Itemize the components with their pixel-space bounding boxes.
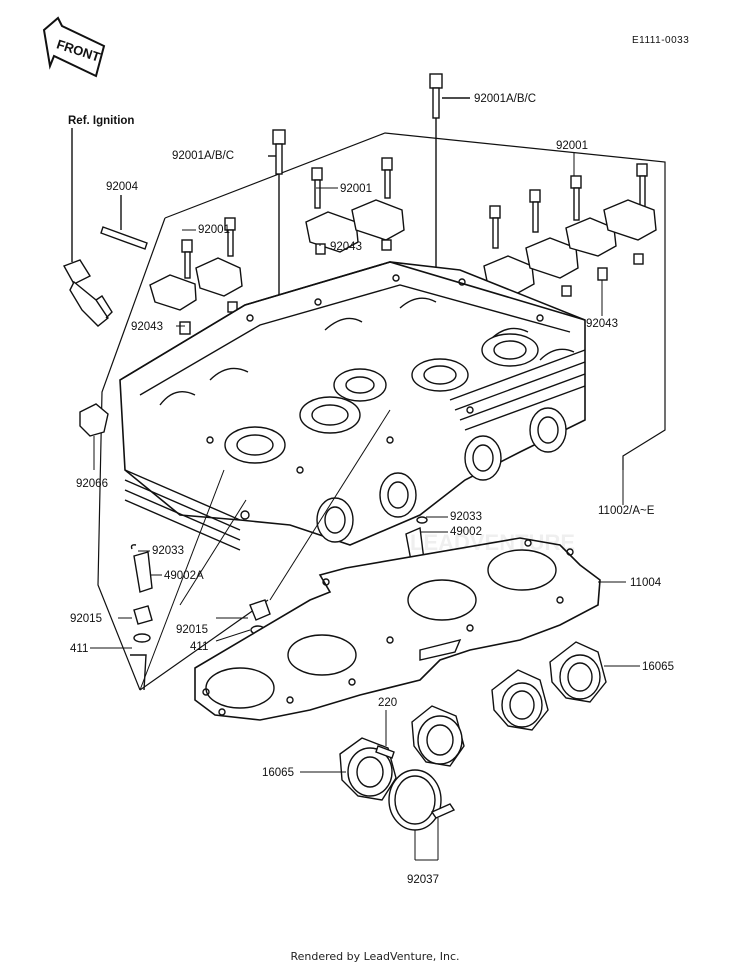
- diagram-code: E1111-0033: [632, 35, 690, 46]
- plug-cap-icon: [79, 403, 109, 437]
- part-label-16065-left[interactable]: 16065: [262, 767, 294, 779]
- carburetor-holder-left: [339, 705, 465, 831]
- part-label-92001abc-left[interactable]: 92001A/B/C: [172, 150, 235, 162]
- stud-bolt-icon: [100, 195, 148, 250]
- head-gasket: [194, 537, 601, 721]
- part-label-411-middle[interactable]: 411: [190, 641, 209, 653]
- footer-credit: Rendered by LeadVenture, Inc.: [290, 950, 460, 963]
- part-label-92015-left[interactable]: 92015: [70, 613, 102, 625]
- part-label-411-left[interactable]: 411: [70, 643, 89, 655]
- part-label-11004[interactable]: 11004: [630, 577, 662, 589]
- part-label-11002[interactable]: 11002/A~E: [598, 505, 655, 517]
- part-label-92001-right[interactable]: 92001: [556, 140, 588, 152]
- part-label-92043-right[interactable]: 92043: [586, 318, 618, 330]
- spark-plug-icon: [62, 128, 113, 327]
- part-label-92001-middle[interactable]: 92001: [340, 183, 372, 195]
- part-label-92043-middle[interactable]: 92043: [330, 241, 362, 253]
- assembly-frame: [164, 132, 666, 470]
- oil-fitting-left: [130, 544, 153, 691]
- part-label-220[interactable]: 220: [378, 697, 398, 709]
- part-label-92043-left[interactable]: 92043: [131, 321, 163, 333]
- part-label-92033-left[interactable]: 92033: [152, 545, 184, 557]
- ref-ignition-label: Ref. Ignition: [68, 115, 135, 127]
- part-label-92001abc-top[interactable]: 92001A/B/C: [474, 93, 537, 105]
- cam-cap-bolts-left: [149, 217, 243, 335]
- part-label-16065-right[interactable]: 16065: [642, 661, 674, 673]
- part-label-92033-right[interactable]: 92033: [450, 511, 482, 523]
- watermark: LEADVENTURE: [410, 530, 575, 555]
- part-label-92004[interactable]: 92004: [106, 181, 138, 193]
- cam-cap-bolts-right: [483, 163, 657, 301]
- carburetor-holder-right: [491, 641, 607, 731]
- part-label-49002a[interactable]: 49002A: [164, 570, 204, 582]
- cylinder-head-body: [119, 261, 586, 551]
- head-bolt-icon: [268, 129, 286, 300]
- part-label-92015-middle[interactable]: 92015: [176, 624, 208, 636]
- cam-cap-bolts-middle: [305, 157, 405, 255]
- front-arrow-icon: FRONT: [42, 16, 106, 78]
- part-label-49002[interactable]: 49002: [450, 526, 482, 538]
- part-label-92066[interactable]: 92066: [76, 478, 108, 490]
- part-label-92001-left[interactable]: 92001: [198, 224, 230, 236]
- part-label-92037[interactable]: 92037: [407, 874, 439, 886]
